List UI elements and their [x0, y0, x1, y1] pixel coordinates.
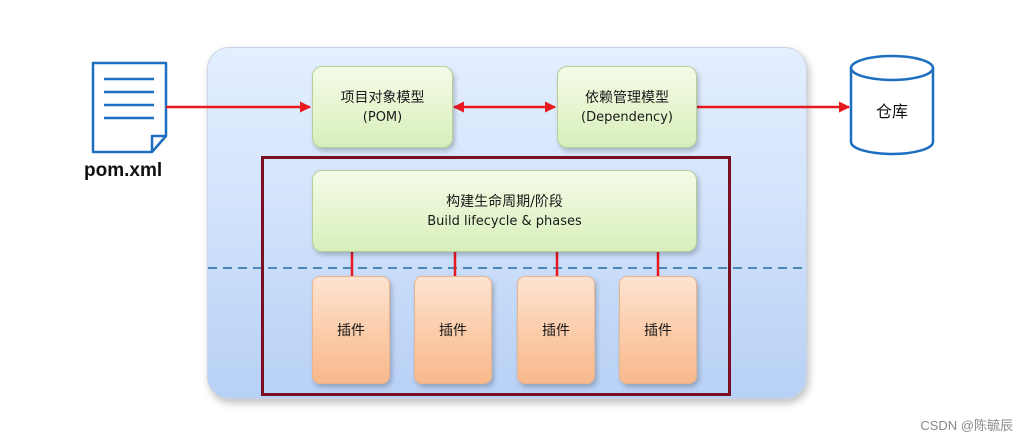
pom-model-title: 项目对象模型	[340, 89, 425, 106]
plugin-box: 插件	[517, 276, 595, 384]
lifecycle-subtitle: Build lifecycle & phases	[427, 213, 582, 229]
lifecycle-title: 构建生命周期/阶段	[446, 193, 563, 210]
document-icon	[91, 61, 168, 154]
lifecycle-plugin-frame	[261, 156, 731, 396]
watermark: CSDN @陈毓辰	[920, 418, 1013, 433]
plugin-box: 插件	[312, 276, 390, 384]
dependency-model-subtitle: (Dependency)	[581, 109, 673, 125]
lifecycle-box: 构建生命周期/阶段 Build lifecycle & phases	[312, 170, 697, 252]
repository-label: 仓库	[875, 102, 908, 121]
dependency-model-box: 依赖管理模型 (Dependency)	[557, 66, 697, 148]
pom-model-subtitle: (POM)	[362, 109, 403, 125]
pom-model-box: 项目对象模型 (POM)	[312, 66, 453, 148]
pom-file-label: pom.xml	[84, 160, 163, 181]
plugin-box: 插件	[619, 276, 697, 384]
plugin-box: 插件	[414, 276, 492, 384]
dependency-model-title: 依赖管理模型	[585, 89, 669, 106]
database-icon	[849, 54, 935, 156]
